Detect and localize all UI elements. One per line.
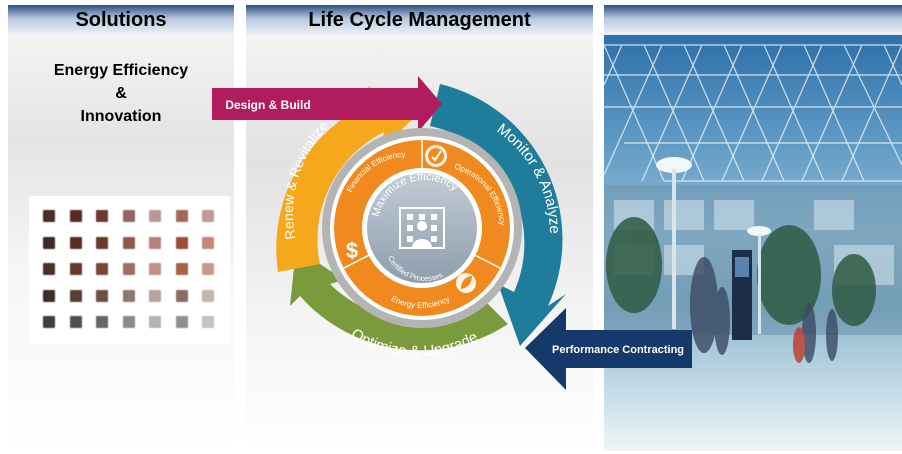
solutions-panel: Solutions Energy Efficiency & Innovation bbox=[8, 5, 234, 451]
color-swatch bbox=[149, 316, 161, 328]
color-swatch bbox=[175, 263, 188, 275]
checkmark-icon bbox=[425, 145, 447, 167]
performance-contracting-label: Performance Contracting bbox=[552, 344, 684, 356]
color-swatch bbox=[202, 316, 214, 328]
color-swatch bbox=[69, 316, 82, 328]
svg-text:$: $ bbox=[346, 238, 358, 263]
color-swatch bbox=[202, 236, 214, 249]
color-swatch bbox=[43, 263, 55, 275]
color-swatch bbox=[96, 210, 108, 222]
design-build-label: Design & Build bbox=[225, 98, 310, 112]
color-swatch bbox=[96, 289, 108, 302]
color-swatch bbox=[96, 263, 108, 275]
color-swatch bbox=[69, 210, 82, 222]
photo-panel bbox=[604, 5, 902, 451]
color-swatch bbox=[149, 210, 161, 222]
optimize-upgrade-segment bbox=[290, 248, 508, 351]
dollar-icon: $ bbox=[346, 238, 358, 263]
color-swatch bbox=[202, 263, 214, 275]
color-swatch bbox=[122, 263, 135, 275]
color-swatch bbox=[122, 210, 135, 222]
color-swatch bbox=[175, 210, 188, 222]
lifecycle-title: Life Cycle Management bbox=[308, 8, 531, 31]
color-swatch bbox=[122, 236, 135, 249]
color-swatch bbox=[43, 316, 55, 328]
color-swatch bbox=[202, 289, 214, 302]
color-swatch-grid bbox=[29, 196, 230, 344]
subtitle-line-2: & bbox=[115, 85, 127, 102]
color-swatch bbox=[69, 289, 82, 302]
color-swatch bbox=[96, 316, 108, 328]
renew-revitalize-segment bbox=[276, 86, 414, 272]
building-person-icon bbox=[399, 207, 445, 249]
color-swatch bbox=[43, 289, 55, 302]
color-swatch bbox=[69, 263, 82, 275]
color-swatch bbox=[96, 236, 108, 249]
subtitle-line-3: Innovation bbox=[80, 108, 162, 125]
leaf-icon bbox=[456, 273, 476, 293]
color-swatch bbox=[149, 263, 161, 275]
performance-contracting-arrow bbox=[525, 308, 692, 390]
solutions-subtitle: Energy Efficiency & Innovation bbox=[8, 59, 234, 128]
color-swatch bbox=[122, 289, 135, 302]
lifecycle-header: Life Cycle Management bbox=[246, 5, 593, 35]
atrium-photo-illustration bbox=[604, 44, 902, 451]
color-swatch bbox=[175, 316, 188, 328]
color-swatch bbox=[149, 289, 161, 302]
color-swatch bbox=[202, 210, 214, 222]
photo-header bbox=[604, 5, 902, 35]
subtitle-line-1: Energy Efficiency bbox=[53, 62, 189, 79]
color-swatch bbox=[122, 316, 135, 328]
atrium-photo bbox=[604, 35, 902, 451]
monitor-analyze-segment bbox=[430, 84, 566, 346]
solutions-title: Solutions bbox=[75, 8, 167, 31]
solutions-header: Solutions bbox=[8, 5, 234, 35]
color-swatch bbox=[149, 236, 161, 249]
color-swatch bbox=[43, 210, 55, 222]
design-build-arrow bbox=[212, 76, 442, 132]
color-swatch bbox=[175, 289, 188, 302]
color-swatch bbox=[175, 236, 188, 249]
color-swatch bbox=[69, 236, 82, 249]
color-swatch bbox=[43, 236, 55, 249]
